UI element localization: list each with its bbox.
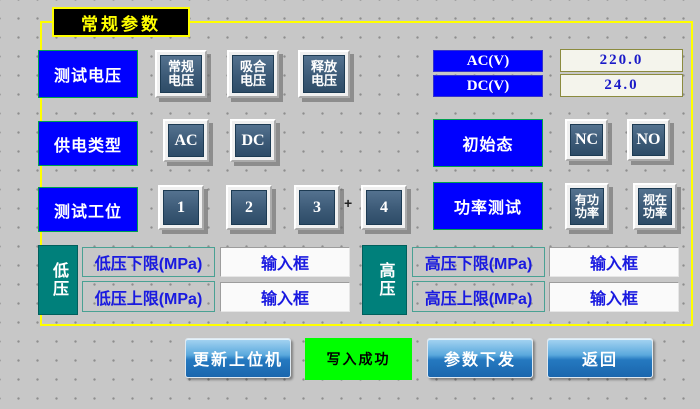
- apparent-power-button[interactable]: 视在 功率: [633, 183, 677, 230]
- button-label: AC: [174, 131, 198, 149]
- button-face: DC: [235, 124, 271, 157]
- button-label-line: 电压: [239, 73, 266, 88]
- update-host-button[interactable]: 更新上位机: [185, 338, 291, 378]
- high-pressure-lower-label: 高压下限(MPa): [412, 247, 545, 277]
- button-label-line: 电压: [310, 73, 337, 88]
- button-label-line: 功率: [642, 205, 667, 220]
- high-pressure-lower-input[interactable]: 输入框: [549, 247, 679, 277]
- low-pressure-upper-input[interactable]: 输入框: [220, 282, 350, 312]
- dc-voltage-label: DC(V): [433, 75, 543, 97]
- button-label: 3: [313, 198, 321, 216]
- low-pressure-lower-input[interactable]: 输入框: [220, 247, 350, 277]
- button-face: 1: [163, 190, 199, 225]
- initial-no-button[interactable]: NO: [627, 119, 670, 161]
- button-face: 常规 电压: [160, 55, 202, 93]
- button-face: AC: [168, 124, 204, 157]
- button-face: 吸合 电压: [232, 55, 274, 93]
- button-label-line: 视在: [642, 192, 667, 207]
- release-voltage-button[interactable]: 释放 电压: [298, 50, 350, 98]
- high-pressure-upper-input[interactable]: 输入框: [549, 282, 679, 312]
- supply-dc-button[interactable]: DC: [230, 119, 276, 162]
- button-face: 3: [299, 190, 335, 225]
- button-face: 2: [231, 190, 267, 225]
- button-face: NC: [570, 124, 603, 156]
- supply-type-label: 供电类型: [38, 121, 138, 166]
- button-label-line: 功率: [574, 205, 599, 220]
- button-face: NO: [632, 124, 665, 156]
- page-title: 常规参数: [52, 7, 190, 37]
- button-label-line: 常规: [167, 58, 194, 74]
- active-power-button[interactable]: 有功 功率: [565, 183, 609, 230]
- high-pressure-upper-label: 高压上限(MPa): [412, 281, 545, 312]
- button-label-line: 释放: [310, 58, 337, 74]
- low-pressure-side-label: 低压: [38, 245, 78, 315]
- panel-border: [40, 21, 693, 326]
- high-pressure-side-label: 高压: [362, 245, 407, 315]
- back-button[interactable]: 返回: [547, 338, 653, 378]
- low-pressure-lower-label: 低压下限(MPa): [82, 247, 215, 277]
- supply-ac-button[interactable]: AC: [163, 119, 209, 162]
- pickup-voltage-button[interactable]: 吸合 电压: [227, 50, 279, 98]
- ac-voltage-label: AC(V): [433, 50, 543, 72]
- button-face: 有功 功率: [570, 188, 604, 225]
- station-3-button[interactable]: 3: [294, 185, 340, 230]
- button-label: 4: [380, 198, 388, 216]
- initial-state-label: 初始态: [433, 119, 543, 167]
- button-face: 释放 电压: [303, 55, 345, 93]
- station-4-button[interactable]: 4: [361, 185, 407, 230]
- button-label-line: 有功: [574, 192, 599, 207]
- test-station-label: 测试工位: [38, 187, 138, 232]
- low-pressure-upper-label: 低压上限(MPa): [82, 281, 215, 312]
- button-label-line: 电压: [167, 73, 194, 88]
- write-success-status: 写入成功: [305, 338, 412, 380]
- plus-sign: +: [344, 195, 353, 211]
- power-test-label: 功率测试: [433, 182, 543, 230]
- normal-voltage-button[interactable]: 常规 电压: [155, 50, 207, 98]
- button-label: NO: [636, 131, 661, 149]
- button-label-line: 吸合: [239, 58, 266, 74]
- station-1-button[interactable]: 1: [158, 185, 204, 230]
- button-label: 2: [245, 198, 253, 216]
- button-label: NC: [574, 131, 599, 149]
- ac-voltage-value[interactable]: 220.0: [560, 49, 683, 72]
- button-label: 1: [177, 198, 185, 216]
- station-2-button[interactable]: 2: [226, 185, 272, 230]
- button-face: 4: [366, 190, 402, 225]
- test-voltage-label: 测试电压: [38, 50, 138, 98]
- param-send-button[interactable]: 参数下发: [427, 338, 533, 378]
- dc-voltage-value[interactable]: 24.0: [560, 74, 683, 97]
- initial-nc-button[interactable]: NC: [565, 119, 608, 161]
- button-face: 视在 功率: [638, 188, 672, 225]
- button-label: DC: [241, 131, 265, 149]
